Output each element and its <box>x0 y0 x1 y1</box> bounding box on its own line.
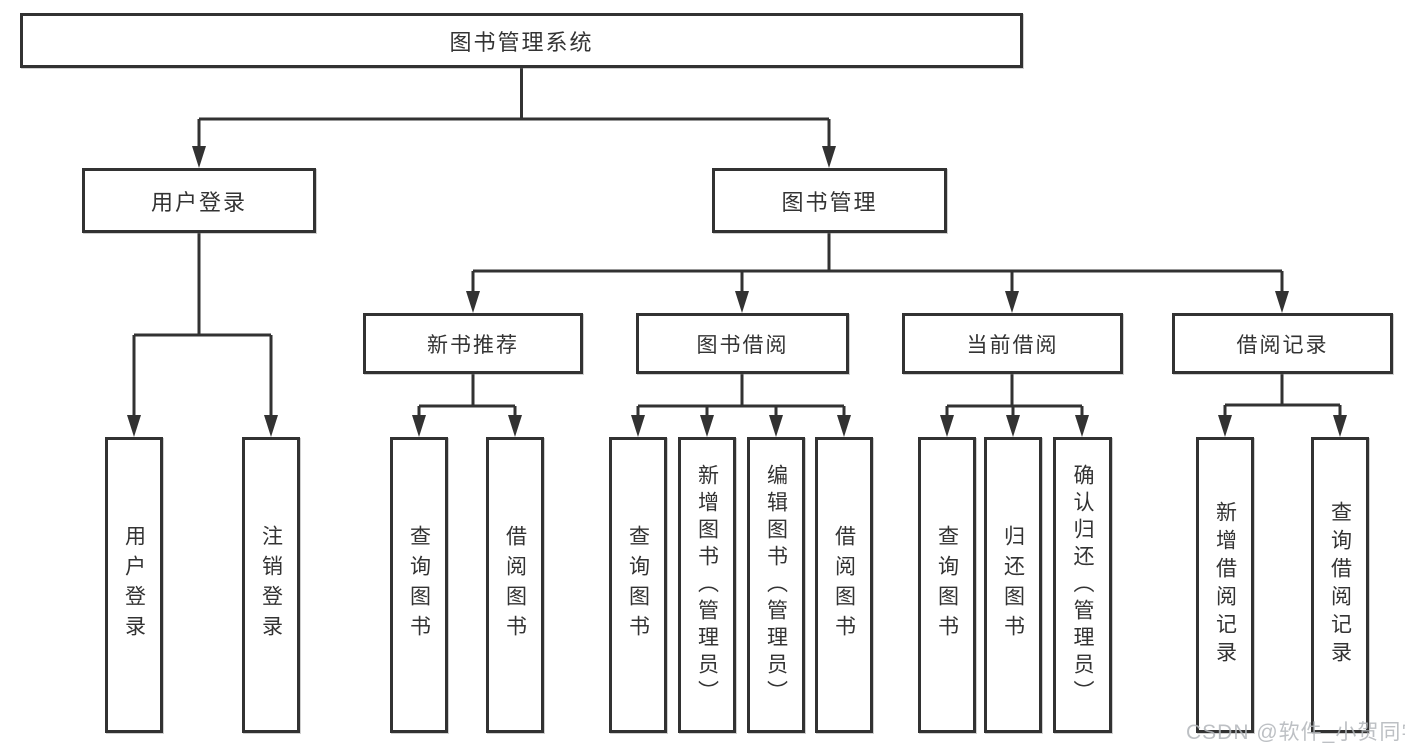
leaf-return-books: 归还图书 <box>984 437 1042 733</box>
node-book-management: 图书管理 <box>712 168 947 233</box>
node-book-borrowing: 图书借阅 <box>636 313 849 374</box>
leaf-borrow-books-recommend: 借阅图书 <box>486 437 544 733</box>
connector-stems <box>132 68 1342 419</box>
leaf-logout: 注销登录 <box>242 437 300 733</box>
leaf-query-books-current: 查询图书 <box>918 437 976 733</box>
node-new-book-recommendation: 新书推荐 <box>363 313 583 374</box>
leaf-query-books-recommend: 查询图书 <box>390 437 448 733</box>
leaf-user-login: 用户登录 <box>105 437 163 733</box>
leaf-confirm-return-admin: 确认归还（管理员） <box>1053 437 1112 733</box>
leaf-borrow-books: 借阅图书 <box>815 437 873 733</box>
leaf-query-books-borrowing: 查询图书 <box>609 437 667 733</box>
leaf-query-borrow-record: 查询借阅记录 <box>1311 437 1369 733</box>
arrowhead-icon <box>127 146 1347 437</box>
csdn-watermark: CSDN @软件_小贺同学 <box>1186 721 1405 744</box>
leaf-edit-books-admin: 编辑图书（管理员） <box>747 437 805 733</box>
node-library-management-system: 图书管理系统 <box>20 13 1023 68</box>
node-user-login: 用户登录 <box>82 168 316 233</box>
node-borrowing-records: 借阅记录 <box>1172 313 1393 374</box>
node-current-borrowing: 当前借阅 <box>902 313 1123 374</box>
leaf-add-borrow-record: 新增借阅记录 <box>1196 437 1254 733</box>
leaf-add-books-admin: 新增图书（管理员） <box>678 437 736 733</box>
